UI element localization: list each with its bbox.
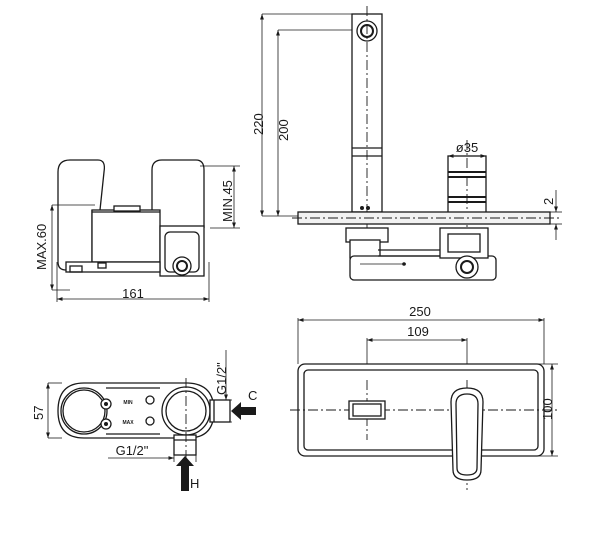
- spout-total-height-label: 220: [251, 113, 266, 135]
- min-mark: MIN: [123, 400, 133, 406]
- side-min-height-label: MIN.45: [220, 180, 235, 222]
- hot-inlet-arrow: [176, 456, 194, 491]
- body-depth-label: 57: [31, 406, 46, 420]
- thread-top-label: G1/2": [214, 362, 229, 395]
- side-width-label: 161: [122, 286, 144, 301]
- front-view: 220 200 ø35 2: [251, 6, 562, 281]
- hot-inlet-label: H: [190, 476, 199, 491]
- center-distance-label: 109: [407, 324, 429, 339]
- cold-inlet-arrow: [231, 402, 256, 420]
- top-view: MIN MAX 57 G1/2" G1/2" C H: [31, 350, 257, 491]
- handle-diameter-label: ø35: [456, 140, 478, 155]
- plate-width-label: 250: [409, 304, 431, 319]
- spout-height-label: 200: [276, 119, 291, 141]
- max-mark: MAX: [122, 420, 134, 426]
- plate-view: 250 109 100: [290, 304, 560, 490]
- plate-thickness-label: 2: [541, 198, 556, 205]
- plate-height-label: 100: [540, 398, 555, 420]
- thread-bottom-label: G1/2": [116, 443, 149, 458]
- side-max-height-label: MAX.60: [34, 224, 49, 270]
- side-view: 161 MAX.60 MIN.45: [34, 159, 240, 302]
- cold-inlet-label: C: [248, 388, 257, 403]
